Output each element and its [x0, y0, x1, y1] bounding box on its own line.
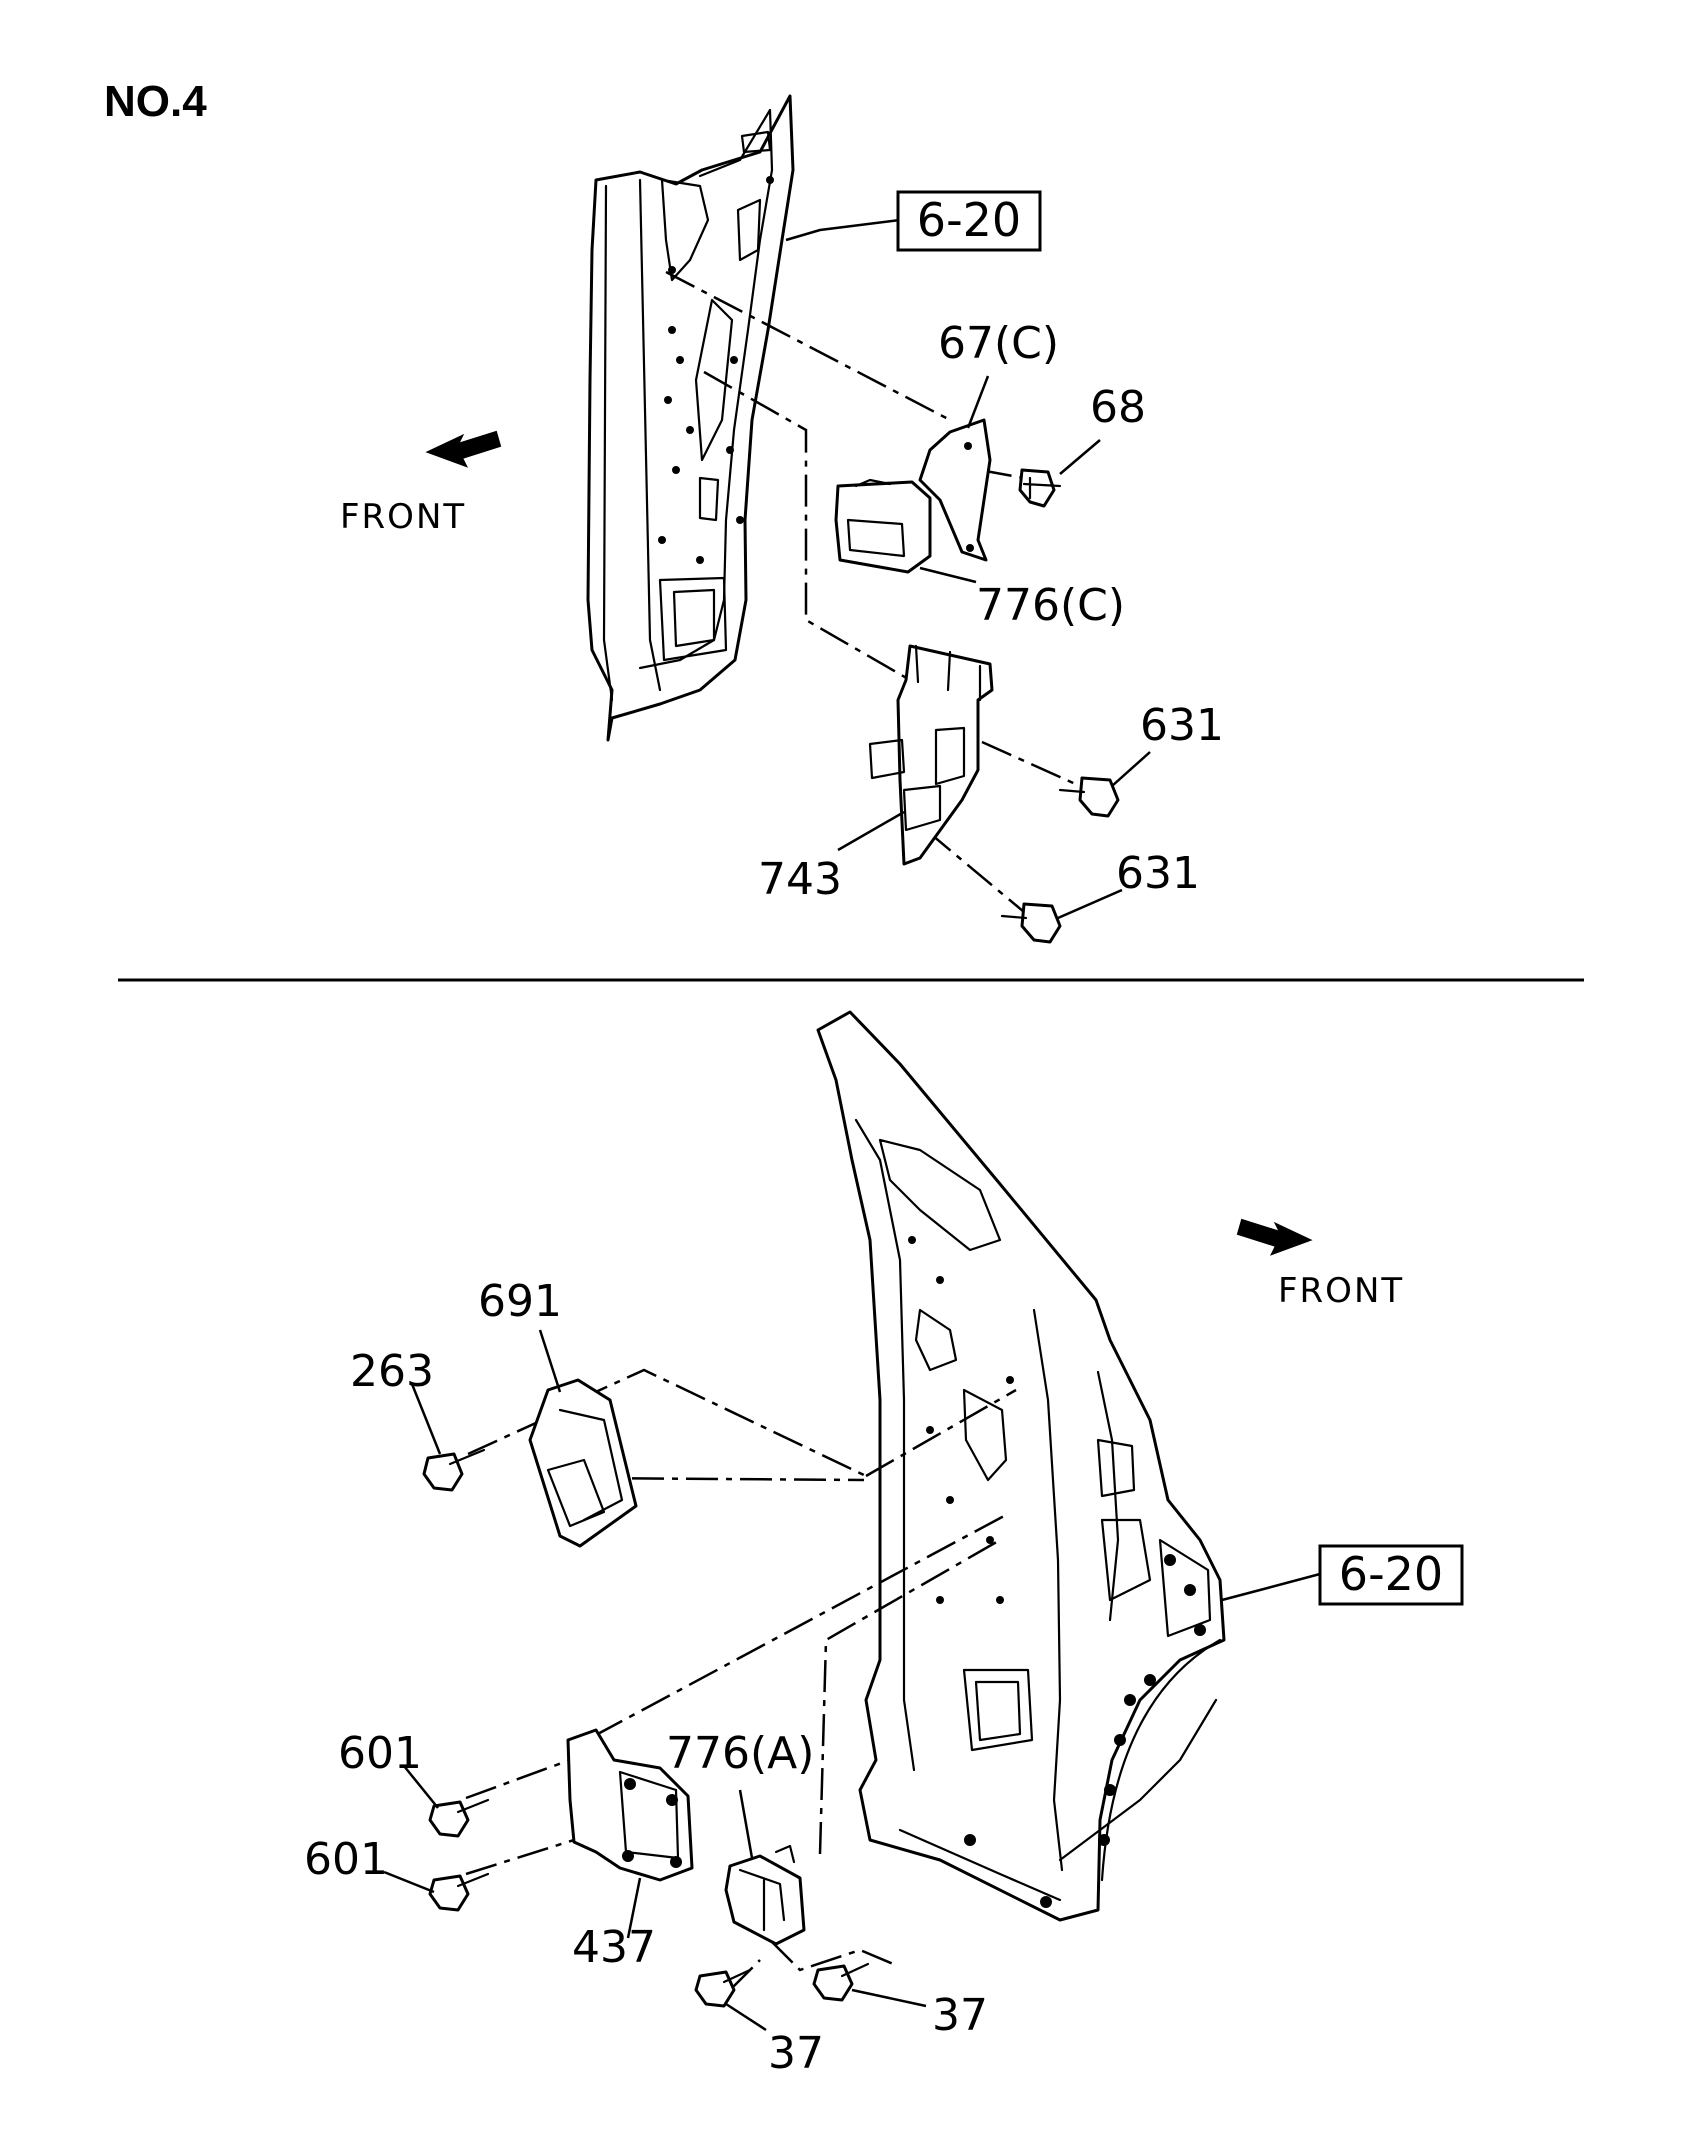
callout-67c: 67(C) — [938, 318, 1059, 369]
callout-37-left: 37 — [768, 2028, 824, 2079]
bolt-631-lower — [1000, 902, 1062, 944]
callout-leader — [403, 1765, 439, 1809]
bolt-37-right — [812, 1962, 870, 2002]
ref-leader-bottom — [1221, 1572, 1321, 1602]
callout-leader — [851, 1988, 927, 2008]
callout-leader — [410, 1383, 442, 1455]
callout-776c: 776(C) — [976, 580, 1125, 631]
callout-leader — [837, 810, 905, 852]
callout-743: 743 — [758, 854, 842, 905]
assembly-line — [729, 1959, 761, 1991]
callout-263: 263 — [350, 1346, 434, 1397]
callout-601-upper: 601 — [338, 1728, 422, 1779]
callout-68: 68 — [1090, 382, 1146, 433]
pillar-panel-bottom — [816, 1010, 1226, 1922]
assembly-line — [465, 1838, 575, 1876]
front-arrow-right-icon — [1236, 1218, 1313, 1256]
callout-776a: 776(A) — [666, 1728, 814, 1779]
ref-box-bottom: 6-20 — [1318, 1544, 1464, 1606]
callout-leader — [626, 1877, 642, 1939]
callout-437: 437 — [572, 1922, 656, 1973]
assembly-line — [981, 740, 1081, 788]
callout-631-upper: 631 — [1140, 700, 1224, 751]
bolt-601-upper — [428, 1798, 490, 1838]
callout-leader — [725, 2002, 767, 2032]
bottom-view: 6-20 FRONT — [304, 1010, 1464, 2079]
ref-leader-top — [785, 218, 901, 242]
assembly-line — [577, 1368, 867, 1478]
assembly-line — [925, 829, 1025, 913]
callout-37-right: 37 — [932, 1990, 988, 2041]
assembly-line — [665, 270, 951, 422]
bolt-68 — [1018, 468, 1062, 508]
front-label-bottom: FRONT — [1278, 1271, 1404, 1311]
ref-label-bottom: 6-20 — [1339, 1547, 1443, 1601]
bolt-263 — [422, 1448, 486, 1492]
front-label-top: FRONT — [340, 497, 466, 537]
pillar-panel-top — [586, 94, 795, 742]
ref-label-top: 6-20 — [917, 193, 1021, 247]
module-691 — [528, 1378, 638, 1548]
module-743 — [868, 644, 994, 866]
bolt-601-lower — [428, 1872, 490, 1912]
assembly-line — [818, 1538, 1001, 1855]
callout-leader — [966, 375, 990, 429]
callout-leader — [1057, 888, 1123, 920]
callout-leader — [1059, 439, 1101, 475]
callout-leader — [919, 566, 977, 584]
module-776a — [724, 1844, 806, 1946]
assembly-line — [465, 1758, 571, 1800]
module-776c — [834, 478, 932, 574]
bracket-67c — [918, 418, 992, 562]
callout-leader — [738, 1789, 754, 1859]
bolt-631-upper — [1058, 776, 1120, 818]
bolt-37-left — [694, 1968, 752, 2008]
page-title: NO.4 — [104, 77, 207, 126]
callout-leader — [383, 1870, 435, 1894]
assembly-line — [703, 370, 911, 682]
top-view: 6-20 FRONT — [340, 94, 1224, 944]
assembly-line — [577, 1476, 865, 1482]
module-437 — [566, 1728, 694, 1882]
assembly-line — [593, 1514, 1005, 1738]
callout-631-lower: 631 — [1116, 848, 1200, 899]
assembly-line — [865, 1388, 1017, 1478]
assembly-line — [769, 1939, 899, 1972]
callout-691: 691 — [478, 1276, 562, 1327]
front-arrow-left-icon — [425, 430, 502, 468]
callout-leader — [1111, 751, 1151, 787]
ref-box-top: 6-20 — [896, 190, 1042, 252]
callout-601-lower: 601 — [304, 1834, 388, 1885]
callout-leader — [538, 1329, 562, 1393]
